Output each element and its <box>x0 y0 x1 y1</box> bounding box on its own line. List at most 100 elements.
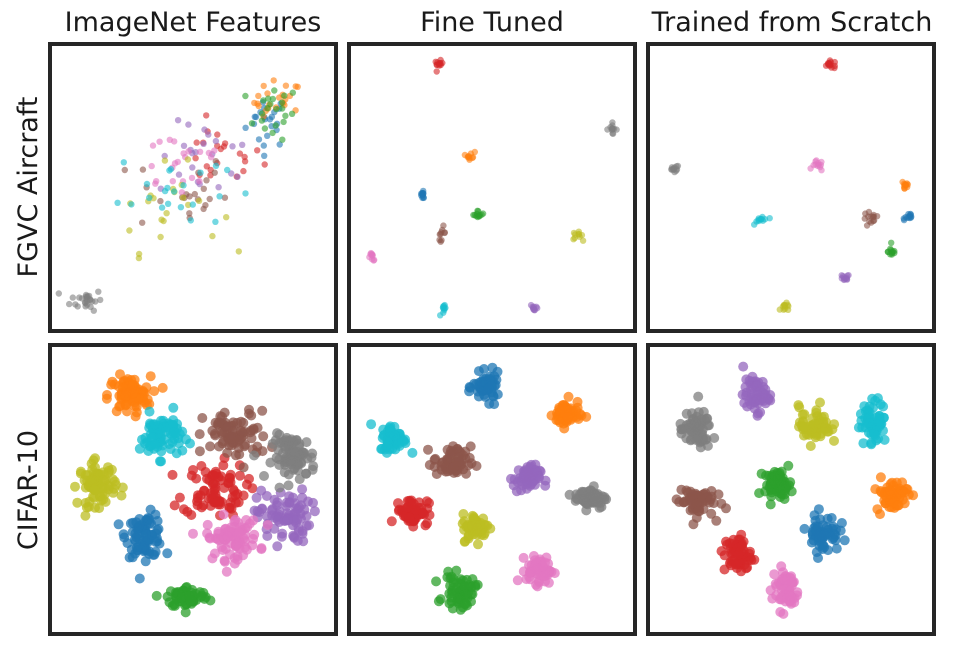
scatter-point-class-2 <box>783 460 794 471</box>
scatter-point-class-1 <box>264 90 271 97</box>
scatter-point-class-7 <box>697 433 708 444</box>
scatter-point-class-5 <box>210 417 221 428</box>
scatter-point-class-4 <box>304 520 315 531</box>
scatter-point-class-5 <box>423 444 433 455</box>
scatter-point-class-4 <box>528 468 539 479</box>
scatter-point-class-4 <box>272 541 283 552</box>
scatter-point-class-8 <box>97 482 108 493</box>
scatter-point-class-9 <box>114 199 121 206</box>
scatter-point-class-0 <box>118 529 129 540</box>
scatter-point-class-2 <box>264 105 271 112</box>
scatter-point-class-0 <box>489 399 500 410</box>
scatter-point-class-6 <box>777 574 788 585</box>
scatter-point-class-4 <box>215 184 222 191</box>
scatter-point-class-8 <box>72 497 83 508</box>
scatter-point-class-1 <box>466 156 473 163</box>
scatter-point-class-2 <box>453 593 464 604</box>
scatter-point-class-0 <box>148 549 159 560</box>
scatter-point-class-8 <box>109 476 120 487</box>
scatter-point-class-1 <box>562 412 573 423</box>
scatter-point-class-7 <box>283 480 294 491</box>
scatter-point-class-9 <box>168 402 179 413</box>
scatter-point-class-9 <box>216 193 223 200</box>
scatter-point-class-0 <box>131 517 142 528</box>
scatter-point-class-1 <box>121 399 132 410</box>
scatter-point-class-2 <box>433 596 444 607</box>
scatter-point-class-8 <box>815 397 825 408</box>
scatter-point-class-9 <box>407 447 418 458</box>
scatter-point-class-2 <box>151 590 162 601</box>
scatter-point-class-4 <box>527 301 535 309</box>
scatter-point-class-8 <box>184 156 192 163</box>
scatter-point-class-2 <box>785 477 796 488</box>
scatter-point-class-2 <box>242 92 249 100</box>
scatter-point-class-0 <box>839 535 850 546</box>
scatter-point-class-0 <box>420 194 427 201</box>
scatter-point-class-4 <box>200 140 207 147</box>
scatter-point-class-6 <box>540 576 550 587</box>
scatter-point-class-6 <box>156 138 163 145</box>
scatter-point-class-9 <box>166 167 173 174</box>
scatter-point-class-5 <box>721 503 731 514</box>
scatter-point-class-5 <box>238 462 249 473</box>
scatter-point-class-5 <box>861 215 868 222</box>
scatter-point-class-1 <box>461 151 469 159</box>
scatter-point-class-9 <box>393 438 404 449</box>
scatter-point-class-5 <box>223 421 234 432</box>
scatter-point-class-8 <box>185 201 192 209</box>
scatter-panel-cifar-finetuned <box>347 343 637 636</box>
scatter-point-class-4 <box>234 173 241 180</box>
scatter-point-class-4 <box>189 164 196 171</box>
scatter-point-class-6 <box>248 515 259 526</box>
scatter-point-class-4 <box>530 479 540 490</box>
scatter-point-class-3 <box>214 131 221 138</box>
scatter-point-class-8 <box>570 236 577 243</box>
scatter-point-class-0 <box>814 531 825 542</box>
scatter-point-class-5 <box>139 166 147 173</box>
scatter-point-class-5 <box>211 169 218 176</box>
scatter-point-class-3 <box>225 469 236 480</box>
scatter-point-class-7 <box>699 415 710 426</box>
scatter-point-class-6 <box>223 526 234 537</box>
scatter-point-class-0 <box>819 542 830 553</box>
scatter-point-class-2 <box>248 120 256 127</box>
scatter-point-class-5 <box>200 185 207 192</box>
scatter-point-class-8 <box>160 217 167 225</box>
scatter-point-class-7 <box>609 119 616 126</box>
scatter-point-class-3 <box>167 469 178 480</box>
scatter-point-class-2 <box>279 105 286 112</box>
scatter-plot-fgvc-imagenet <box>55 77 301 314</box>
scatter-point-class-6 <box>152 180 159 187</box>
scatter-point-class-8 <box>579 237 587 244</box>
scatter-point-class-8 <box>471 529 482 540</box>
scatter-point-class-4 <box>276 531 287 542</box>
scatter-point-class-4 <box>737 389 748 400</box>
scatter-point-class-5 <box>448 462 459 473</box>
scatter-point-class-0 <box>487 362 498 373</box>
scatter-point-class-7 <box>591 490 602 501</box>
scatter-point-class-6 <box>233 527 244 538</box>
scatter-point-class-3 <box>178 504 189 515</box>
scatter-point-class-3 <box>212 497 223 507</box>
scatter-point-class-9 <box>873 416 884 427</box>
column-title-fine-tuned: Fine Tuned <box>420 7 564 38</box>
scatter-point-class-8 <box>776 306 783 313</box>
scatter-point-class-3 <box>433 68 440 75</box>
scatter-point-class-2 <box>891 247 898 255</box>
scatter-point-class-6 <box>196 177 203 185</box>
scatter-point-class-9 <box>875 399 886 410</box>
scatter-point-class-4 <box>205 131 212 138</box>
scatter-point-class-9 <box>164 184 171 192</box>
scatter-point-class-2 <box>269 129 276 137</box>
scatter-point-class-5 <box>221 194 229 201</box>
scatter-point-class-1 <box>555 417 566 428</box>
scatter-point-class-6 <box>248 533 258 544</box>
scatter-point-class-3 <box>827 61 834 68</box>
scatter-point-class-5 <box>194 429 205 440</box>
scatter-point-class-3 <box>225 477 236 488</box>
scatter-point-class-8 <box>460 536 471 547</box>
scatter-point-class-6 <box>212 533 223 544</box>
scatter-point-class-0 <box>811 547 822 558</box>
scatter-point-class-1 <box>255 92 262 100</box>
scatter-point-class-4 <box>308 497 318 508</box>
